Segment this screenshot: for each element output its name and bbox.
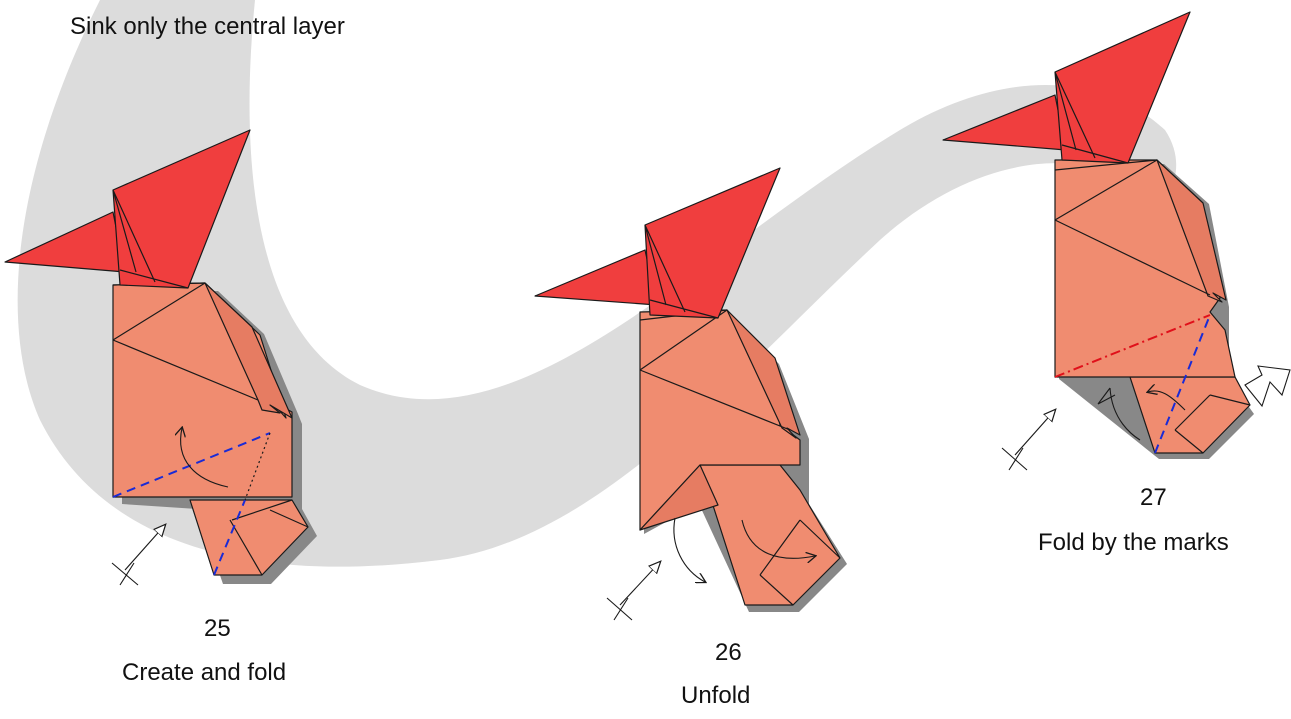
step-26-unfold-arrow-right [741, 519, 815, 558]
step-27-view-arrow [1001, 410, 1055, 471]
step-25-body-right [204, 282, 293, 419]
step-26-view-arrow [606, 562, 660, 621]
instruction-top: Sink only the central layer [70, 13, 345, 40]
step-26-body-right [726, 309, 801, 439]
step-25-caption: Create and fold [122, 659, 286, 686]
background-band [17, 0, 1177, 567]
step-26-number: 26 [715, 639, 742, 666]
step-27-body-creases [1054, 159, 1211, 296]
step-27-push-arrow [1244, 365, 1291, 408]
step-27-body-right [1156, 159, 1227, 303]
step-25-number: 25 [204, 615, 231, 642]
step-26-unfold-arrow-left [673, 517, 705, 582]
step-27-number: 27 [1140, 484, 1167, 511]
step-25-figure [4, 129, 317, 586]
step-26-flap-crease [759, 519, 841, 606]
step-27-fold-arrow [1097, 387, 1141, 441]
step-27-flap-crease [1174, 394, 1251, 454]
step-25-lower-flap [189, 499, 309, 576]
step-25-valley-fold-1 [112, 432, 271, 498]
step-27-figure [942, 11, 1291, 471]
step-27-mountain-fold [1054, 314, 1211, 378]
step-27-caption: Fold by the marks [1038, 529, 1229, 556]
step-26-caption: Unfold [681, 682, 750, 709]
step-25-dotted-line [244, 432, 271, 501]
step-26-left-flap [639, 464, 719, 531]
step-25-flap-crease [229, 499, 309, 576]
step-25-view-arrow [111, 525, 165, 586]
step-25-hood-folds [112, 189, 189, 289]
step-26-hood-folds [644, 224, 719, 319]
step-26-figure [534, 167, 847, 621]
step-25-fold-arrow [181, 428, 229, 488]
step-27-sink-arrow [1148, 391, 1186, 411]
step-25-valley-fold-2 [213, 499, 246, 576]
step-27-valley-fold [1154, 314, 1211, 454]
step-27-hood-folds [1054, 71, 1129, 164]
step-26-hood-left [534, 249, 658, 306]
